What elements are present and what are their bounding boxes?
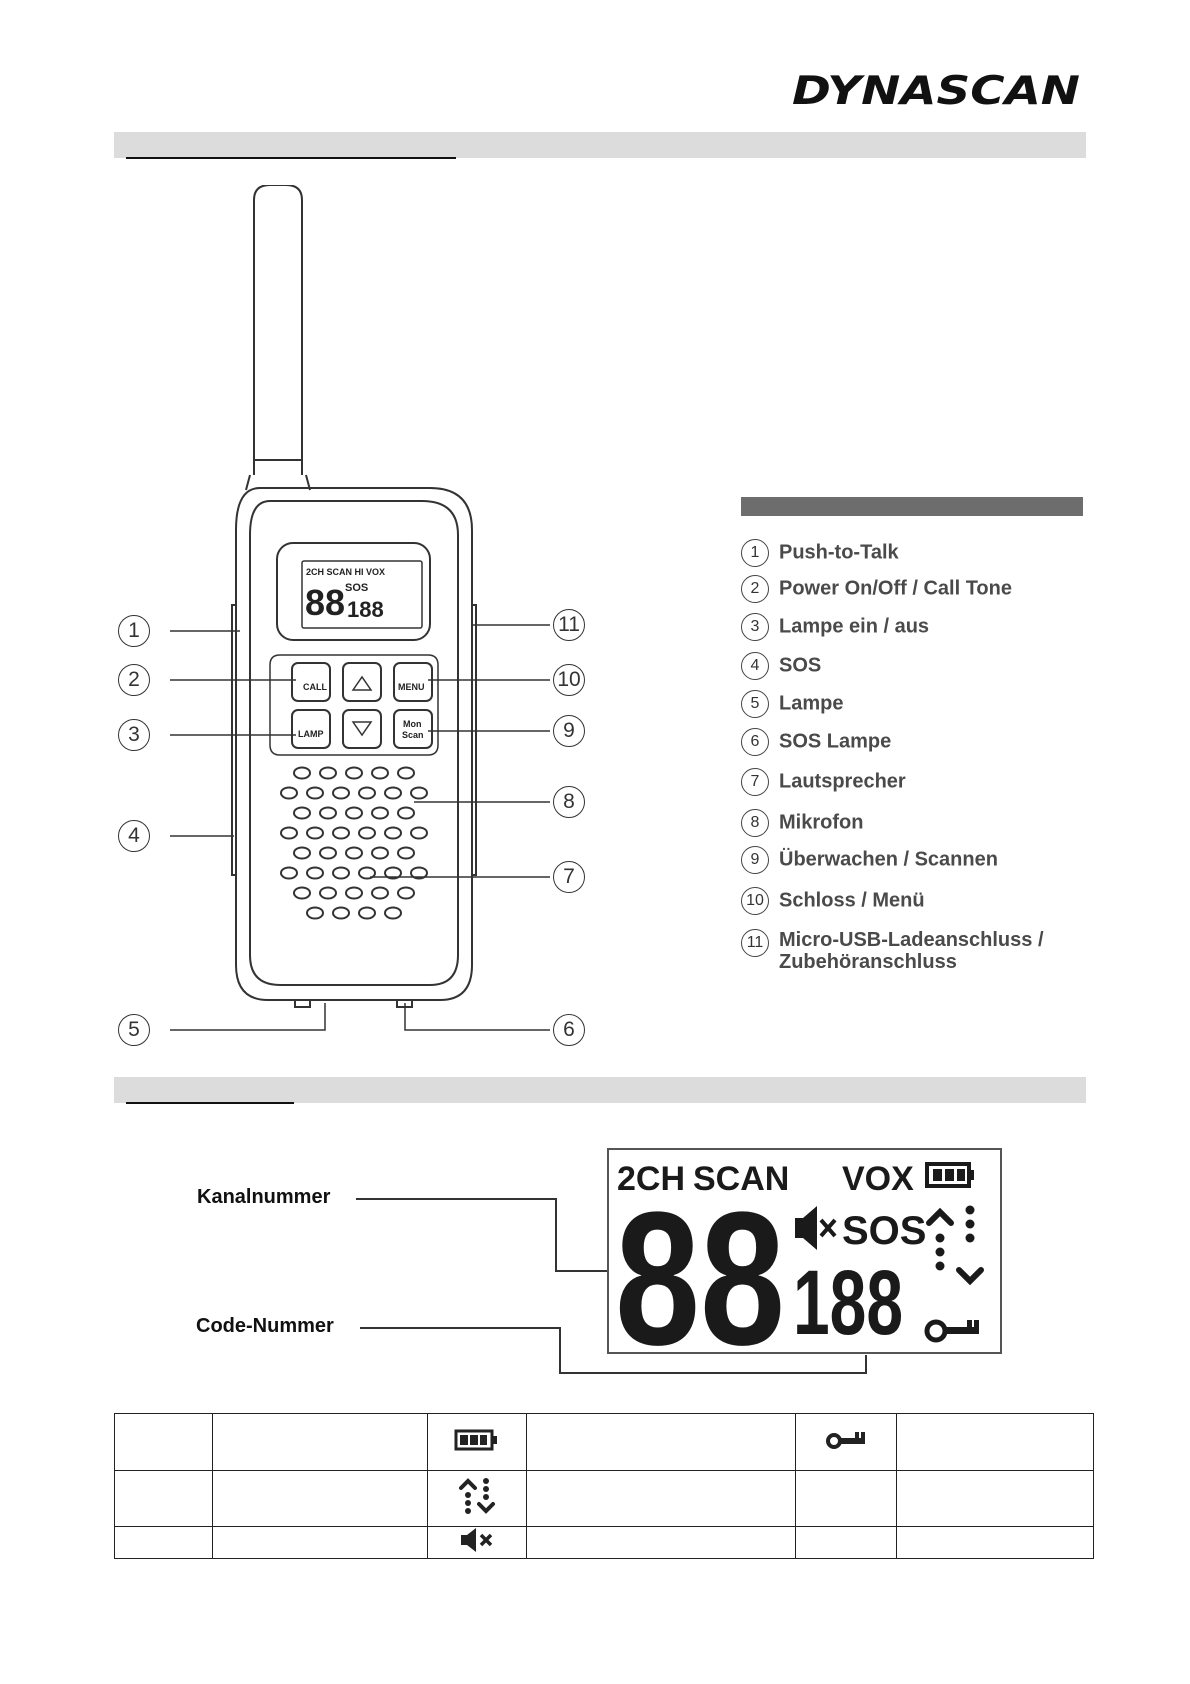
callout-9: 9	[553, 715, 585, 747]
legend-label: Lampe	[779, 692, 844, 715]
lcd-display: 2CH SCAN VOX 88 SOS 188	[607, 1148, 1002, 1354]
legend-label: SOS	[779, 654, 822, 677]
legend-num: 8	[741, 809, 769, 837]
logo-text: DYNASCAN	[792, 70, 1080, 110]
legend-label: Überwachen / Scannen	[779, 848, 998, 871]
lcd-vox: VOX	[842, 1160, 914, 1198]
channel-number-label: Kanalnummer	[197, 1186, 331, 1208]
legend-num: 3	[741, 613, 769, 641]
key-lock-icon	[826, 1431, 866, 1449]
scan-label: Scan	[402, 730, 424, 740]
legend-item: 10 Schloss / Menü	[741, 887, 925, 915]
legend-label: Power On/Off / Call Tone	[779, 577, 1012, 600]
radio-lcd-top-text: 2CH SCAN HI VOX	[306, 567, 385, 577]
lcd-scan: SCAN	[693, 1160, 789, 1198]
legend-label: SOS Lampe	[779, 730, 892, 753]
speaker-grille	[280, 766, 428, 920]
section-header-bar-controls	[114, 132, 1086, 159]
section-header-underline	[126, 157, 456, 159]
lamp-button	[291, 709, 331, 749]
legend-label: Push-to-Talk	[779, 541, 899, 564]
legend-num: 1	[741, 539, 769, 567]
legend-num: 4	[741, 652, 769, 680]
code-number-label: Code-Nummer	[196, 1315, 334, 1337]
battery-icon	[454, 1429, 498, 1450]
up-button	[342, 662, 382, 702]
radio-lcd-code: 188	[347, 597, 384, 622]
legend-label: Micro-USB-Ladeanschluss /	[779, 929, 1044, 951]
radio-diagram: 2CH SCAN HI VOX 88 SOS 188 CALL MENU LAM…	[170, 185, 550, 1031]
legend-num: 7	[741, 768, 769, 796]
legend-label: Schloss / Menü	[779, 889, 925, 912]
legend-num: 9	[741, 846, 769, 874]
legend-num: 11	[741, 929, 769, 957]
lamp-button-label: LAMP	[298, 729, 324, 739]
lcd-channel-digits: 88	[615, 1173, 785, 1354]
battery-icon	[925, 1162, 974, 1188]
lcd-leader-lines	[356, 1198, 867, 1374]
legend-item: 5 Lampe	[741, 690, 843, 718]
legend-num: 5	[741, 690, 769, 718]
lcd-2ch: 2CH	[617, 1160, 685, 1198]
legend-item: 9 Überwachen / Scannen	[741, 846, 998, 874]
down-button	[342, 709, 382, 749]
mute-icon	[795, 1206, 837, 1250]
radio-body-inner	[249, 500, 459, 986]
legend-item: 1 Push-to-Talk	[741, 539, 899, 567]
callout-3: 3	[118, 719, 150, 751]
callout-6: 6	[553, 1014, 585, 1046]
icon-table	[113, 1413, 1094, 1559]
tx-rx-arrows-icon	[459, 1478, 496, 1514]
dynascan-logo: DYNASCAN	[792, 70, 1080, 110]
table-row	[113, 1526, 1094, 1559]
table-row	[113, 1470, 1094, 1527]
callout-8: 8	[553, 786, 585, 818]
callout-4: 4	[118, 820, 150, 852]
callout-5: 5	[118, 1014, 150, 1046]
legend-label: Mikrofon	[779, 811, 864, 834]
callout-7: 7	[553, 861, 585, 893]
menu-button-label: MENU	[398, 682, 425, 692]
legend-num: 10	[741, 887, 769, 915]
legend-header-bar	[741, 497, 1083, 516]
antenna	[253, 185, 303, 475]
legend-label-line2: Zubehöranschluss	[779, 951, 957, 973]
legend-label: Lautsprecher	[779, 770, 906, 793]
section-header-underline	[126, 1102, 294, 1104]
callout-2: 2	[118, 664, 150, 696]
legend-item: 8 Mikrofon	[741, 809, 863, 837]
radio-lcd-main-digits: 88	[305, 582, 345, 623]
legend-item: 11 Micro-USB-Ladeanschluss /Zubehöranschl…	[741, 929, 1044, 973]
key-lock-icon	[924, 1319, 979, 1343]
lcd-code-digits: 188	[793, 1252, 903, 1354]
up-arrow-icon	[351, 675, 373, 691]
mute-icon	[461, 1528, 493, 1552]
call-button	[291, 662, 331, 702]
radio-lcd-sos: SOS	[345, 582, 368, 594]
legend-item: 6 SOS Lampe	[741, 728, 891, 756]
legend-item: 7 Lautsprecher	[741, 768, 906, 796]
radio-body-outer	[235, 487, 473, 1001]
callout-11: 11	[553, 609, 585, 641]
callout-10: 10	[553, 664, 585, 696]
legend-num: 6	[741, 728, 769, 756]
section-header-bar-display	[114, 1077, 1086, 1104]
menu-button	[393, 662, 433, 702]
down-arrow-icon	[351, 721, 373, 737]
legend-num: 2	[741, 575, 769, 603]
mon-scan-button	[393, 709, 433, 749]
legend-item: 4 SOS	[741, 652, 821, 680]
tx-rx-arrows-icon	[926, 1207, 984, 1286]
call-button-label: CALL	[303, 682, 327, 692]
legend-item: 2 Power On/Off / Call Tone	[741, 575, 1012, 603]
lcd-sos: SOS	[842, 1209, 926, 1253]
table-row	[113, 1413, 1094, 1471]
legend-label: Lampe ein / aus	[779, 615, 930, 638]
mon-label: Mon	[403, 719, 422, 729]
legend-item: 3 Lampe ein / aus	[741, 613, 929, 641]
leader-lines	[170, 624, 550, 1031]
callout-1: 1	[118, 615, 150, 647]
